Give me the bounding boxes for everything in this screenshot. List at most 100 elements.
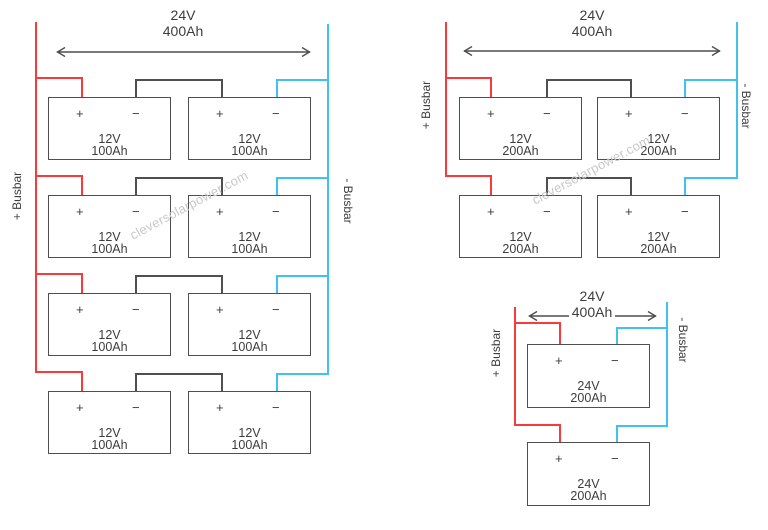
series-wire [546, 79, 632, 81]
battery-negative-terminal: − [681, 204, 689, 219]
positive-busbar-line [35, 22, 37, 373]
negative-branch-wire [276, 373, 278, 391]
title-voltage: 24V [170, 7, 196, 23]
span-arrow [463, 45, 721, 57]
negative-busbar-label: - Busbar [739, 83, 753, 129]
positive-branch-wire [445, 77, 492, 79]
battery-capacity-label: 100Ah [91, 144, 128, 158]
battery-negative-terminal: − [132, 204, 140, 219]
negative-branch-wire [616, 327, 618, 344]
series-wire [630, 177, 632, 195]
battery-capacity-label: 100Ah [91, 242, 128, 256]
battery-capacity-label: 200Ah [640, 144, 677, 158]
battery-capacity-label: 200Ah [570, 489, 607, 503]
battery-capacity-label: 100Ah [231, 242, 268, 256]
positive-branch-wire [35, 77, 83, 79]
battery-negative-terminal: − [611, 353, 619, 368]
battery-box: + − 12V 200Ah [597, 97, 720, 160]
battery-negative-terminal: − [681, 106, 689, 121]
battery-capacity-label: 100Ah [91, 438, 128, 452]
series-wire [546, 177, 548, 195]
battery-voltage-label: 12V [98, 328, 121, 342]
battery-box: + − 12V 200Ah [597, 195, 720, 258]
battery-capacity-label: 200Ah [640, 242, 677, 256]
series-wire [135, 79, 223, 81]
battery-negative-terminal: − [132, 400, 140, 415]
battery-capacity-label: 100Ah [91, 340, 128, 354]
battery-negative-terminal: − [543, 106, 551, 121]
negative-branch-wire [616, 327, 666, 329]
battery-box: + − 12V 100Ah [188, 293, 311, 356]
battery-positive-terminal: + [625, 106, 633, 121]
positive-branch-wire [81, 371, 83, 391]
title-voltage: 24V [579, 7, 605, 23]
battery-voltage-label: 12V [98, 132, 121, 146]
negative-branch-wire [684, 177, 736, 179]
battery-box: + − 12V 100Ah [48, 391, 171, 454]
positive-busbar-line [445, 22, 447, 177]
negative-branch-wire [276, 177, 278, 195]
span-arrow [56, 46, 311, 58]
negative-busbar-label: - Busbar [676, 317, 690, 363]
negative-branch-wire [684, 177, 686, 195]
battery-voltage-label: 12V [238, 132, 261, 146]
positive-busbar-label: + Busbar [489, 328, 503, 378]
positive-branch-wire [490, 77, 492, 97]
battery-voltage-label: 12V [98, 230, 121, 244]
series-wire [221, 275, 223, 293]
positive-branch-wire [559, 322, 561, 344]
battery-positive-terminal: + [76, 400, 84, 415]
negative-branch-wire [276, 373, 327, 375]
battery-positive-terminal: + [487, 204, 495, 219]
series-wire [135, 373, 137, 391]
positive-branch-wire [490, 175, 492, 195]
battery-box: + − 12V 100Ah [48, 97, 171, 160]
battery-negative-terminal: − [132, 302, 140, 317]
series-wire [221, 79, 223, 97]
battery-box: + − 12V 100Ah [48, 293, 171, 356]
title-capacity: 400Ah [568, 304, 616, 320]
negative-busbar-line [327, 24, 329, 375]
negative-branch-wire [276, 275, 278, 293]
positive-branch-wire [81, 175, 83, 195]
series-wire [135, 177, 137, 195]
title-capacity: 400Ah [162, 23, 204, 39]
negative-branch-wire [276, 177, 327, 179]
negative-busbar-label: - Busbar [341, 178, 355, 224]
positive-branch-wire [35, 273, 83, 275]
battery-positive-terminal: + [76, 204, 84, 219]
series-wire [135, 275, 223, 277]
battery-positive-terminal: + [216, 302, 224, 317]
battery-voltage-label: 24V [577, 379, 600, 393]
series-wire [630, 79, 632, 97]
negative-branch-wire [616, 425, 618, 442]
battery-box: + − 12V 100Ah [188, 391, 311, 454]
positive-branch-wire [559, 424, 561, 442]
battery-voltage-label: 12V [98, 426, 121, 440]
positive-branch-wire [81, 273, 83, 293]
battery-box: + − 12V 200Ah [459, 195, 582, 258]
positive-branch-wire [514, 322, 561, 324]
battery-voltage-label: 12V [238, 426, 261, 440]
battery-positive-terminal: + [76, 106, 84, 121]
negative-busbar-line [736, 22, 738, 179]
battery-negative-terminal: − [543, 204, 551, 219]
battery-positive-terminal: + [76, 302, 84, 317]
negative-branch-wire [684, 79, 686, 97]
series-wire [135, 275, 137, 293]
negative-branch-wire [276, 79, 327, 81]
positive-busbar-line [514, 307, 516, 426]
positive-branch-wire [35, 175, 83, 177]
battery-box: + − 12V 100Ah [188, 97, 311, 160]
battery-voltage-label: 12V [509, 230, 532, 244]
series-wire [221, 177, 223, 195]
battery-positive-terminal: + [216, 106, 224, 121]
battery-box: + − 24V 200Ah [527, 344, 650, 408]
battery-negative-terminal: − [272, 302, 280, 317]
negative-branch-wire [276, 275, 327, 277]
battery-positive-terminal: + [216, 204, 224, 219]
voltage-capacity-title: 24V 400Ah [118, 7, 248, 39]
positive-branch-wire [514, 424, 561, 426]
voltage-capacity-title: 24V 400Ah [527, 288, 657, 320]
